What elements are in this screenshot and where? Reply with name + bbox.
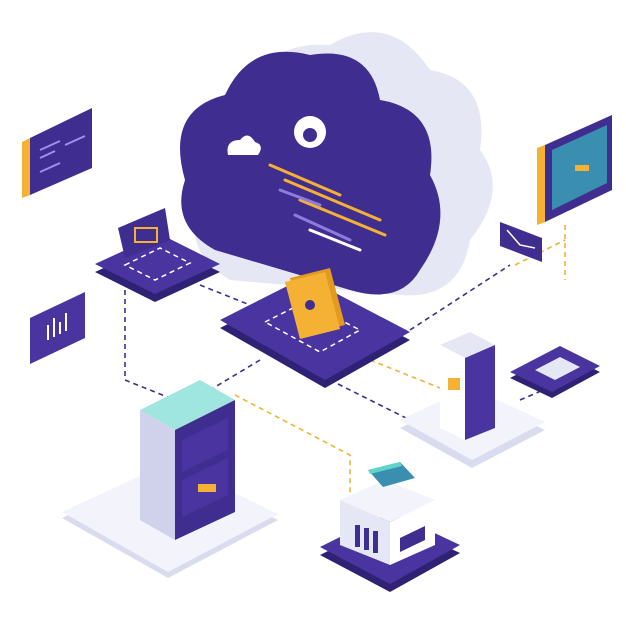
connection-line	[124, 290, 201, 411]
monitor-platform	[95, 208, 220, 302]
analytics-panel-icon	[500, 222, 542, 262]
server-icon	[140, 380, 235, 540]
connection-line	[329, 379, 411, 421]
card-reader-icon	[510, 346, 600, 398]
monitor-panel-icon	[537, 115, 612, 225]
code-lines	[268, 163, 387, 252]
mobile-platform	[400, 332, 545, 468]
connection-line	[209, 359, 261, 391]
payment-card-icon	[368, 462, 415, 487]
lock-icon	[285, 268, 345, 339]
monitor-icon	[118, 208, 170, 258]
connection-line	[409, 264, 511, 331]
database-box-icon	[340, 480, 435, 565]
central-platform	[220, 268, 410, 388]
mobile-device-icon	[440, 332, 495, 440]
server-platform	[62, 380, 278, 578]
cloud-icon	[180, 32, 493, 296]
dashboard-panel-icon	[22, 108, 92, 198]
chart-panel-icon	[30, 292, 85, 364]
connection-line	[199, 284, 251, 306]
database-platform	[320, 462, 460, 592]
connection-line	[234, 394, 351, 500]
small-cloud-icon	[227, 135, 261, 155]
